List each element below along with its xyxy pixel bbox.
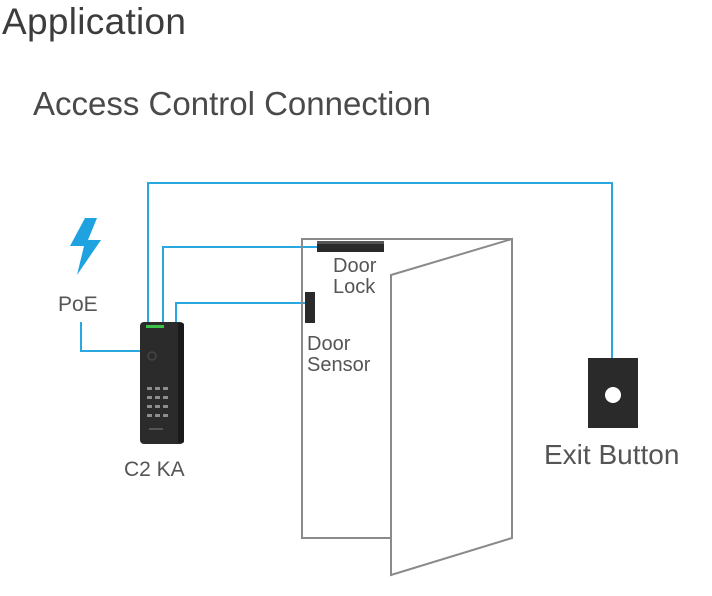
keypad-keys [147, 387, 168, 417]
lightning-bolt-icon [70, 218, 101, 275]
wire-exit-button [147, 182, 613, 358]
page-title: Application [2, 1, 187, 42]
diagram-subtitle: Access Control Connection [33, 85, 432, 122]
device-label: C2 KA [124, 458, 185, 481]
door-lock-icon [317, 241, 384, 252]
wire-poe [80, 322, 140, 352]
wires [80, 182, 613, 358]
keypad-reader-icon [140, 322, 184, 444]
exit-button-icon [588, 358, 638, 428]
poe-label: PoE [58, 293, 98, 316]
wire-door-sensor [175, 302, 305, 322]
door-sensor-label-line1: Door [307, 333, 351, 355]
exit-button-label: Exit Button [544, 439, 679, 470]
door-leaf [390, 237, 513, 577]
door-sensor-icon [305, 292, 315, 323]
door-sensor-label-line2: Sensor [307, 354, 371, 376]
wire-door-lock [162, 246, 317, 322]
door-lock-label-line1: Door [333, 255, 377, 277]
door-lock-label-line2: Lock [333, 276, 376, 298]
